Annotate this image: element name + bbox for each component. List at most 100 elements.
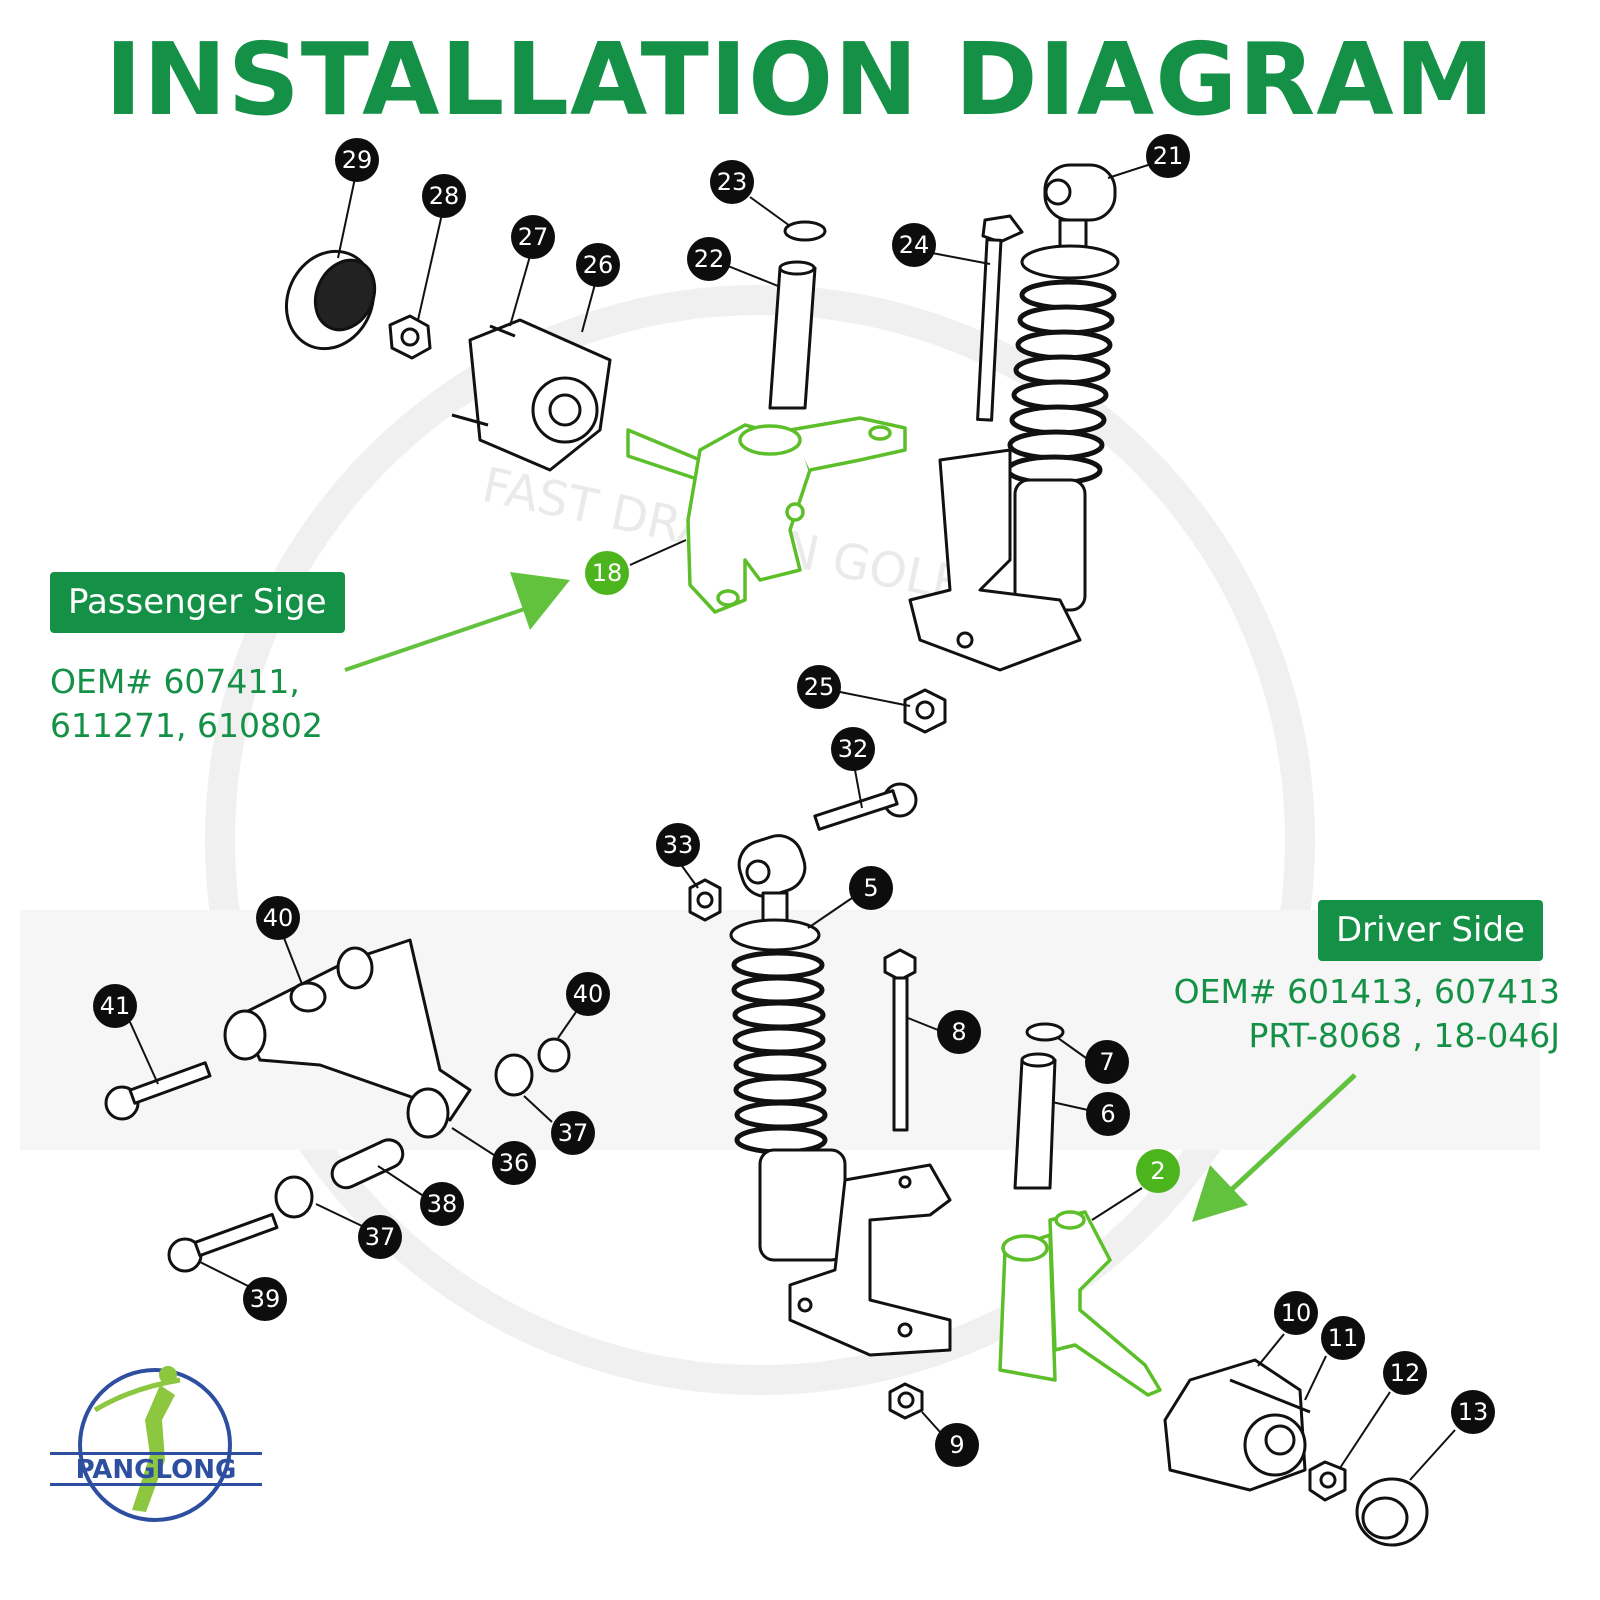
callout-37-right: 37	[551, 1111, 595, 1155]
svg-text:11: 11	[1328, 1324, 1359, 1352]
callout-7: 7	[1085, 1040, 1129, 1084]
washer-part-23	[783, 220, 827, 242]
driver-spindle-part-2	[998, 1210, 1162, 1397]
dust-cap-part	[284, 249, 377, 351]
callout-39: 39	[243, 1277, 287, 1321]
nut-part-33	[688, 878, 722, 922]
svg-text:18: 18	[592, 559, 623, 587]
driver-oem-line-1: OEM# 601413, 607413	[1173, 972, 1560, 1011]
svg-text:32: 32	[838, 735, 869, 763]
svg-text:6: 6	[1100, 1100, 1115, 1128]
svg-text:13: 13	[1458, 1398, 1489, 1426]
callout-37-lower: 37	[358, 1215, 402, 1259]
nut-part-12	[1308, 1460, 1347, 1502]
callout-13: 13	[1451, 1390, 1495, 1434]
bolt-part-39	[167, 1212, 279, 1273]
svg-text:7: 7	[1099, 1048, 1114, 1076]
svg-text:38: 38	[427, 1190, 458, 1218]
hub-part	[451, 318, 612, 472]
svg-text:40: 40	[573, 980, 604, 1008]
callout-2: 2	[1136, 1149, 1180, 1193]
svg-text:29: 29	[342, 146, 373, 174]
bolt-part-8	[883, 948, 917, 1132]
callout-9: 9	[935, 1423, 979, 1467]
driver-oem-numbers: OEM# 601413, 607413 PRT-8068 , 18-046J	[1080, 970, 1560, 1057]
callout-10: 10	[1274, 1291, 1318, 1335]
callout-23: 23	[710, 160, 754, 204]
svg-text:25: 25	[804, 673, 835, 701]
svg-text:10: 10	[1281, 1299, 1312, 1327]
callout-27: 27	[511, 215, 555, 259]
callout-5: 5	[849, 866, 893, 910]
callout-41: 41	[93, 984, 137, 1028]
svg-text:2: 2	[1150, 1157, 1165, 1185]
passenger-oem-line-2: 611271, 610802	[50, 705, 323, 745]
sleeve-part-22	[768, 260, 817, 410]
callout-40-right: 40	[566, 972, 610, 1016]
callout-8: 8	[937, 1010, 981, 1054]
callout-11: 11	[1321, 1316, 1365, 1360]
shock-absorber-part-21	[908, 163, 1120, 672]
callout-28: 28	[422, 174, 466, 218]
hub-nut-part	[388, 314, 432, 360]
passenger-oem-line-1: OEM# 607411,	[50, 662, 300, 701]
callout-26: 26	[576, 243, 620, 287]
nut-part-9	[888, 1382, 924, 1420]
passenger-spindle-part-18	[626, 416, 907, 614]
sleeve-part-6	[1013, 1052, 1057, 1190]
passenger-side-label: Passenger Sige	[50, 572, 345, 633]
svg-text:39: 39	[250, 1285, 281, 1313]
callout-25: 25	[797, 665, 841, 709]
svg-text:41: 41	[100, 992, 131, 1020]
svg-text:26: 26	[583, 251, 614, 279]
callout-33: 33	[656, 823, 700, 867]
washer-part-7	[1025, 1022, 1065, 1042]
sleeve-part-38	[330, 1138, 405, 1190]
callout-6: 6	[1086, 1092, 1130, 1136]
callout-38: 38	[420, 1182, 464, 1226]
driver-arrow	[1192, 1073, 1357, 1222]
a-arm-part-36	[223, 938, 472, 1139]
bushing-part-40b	[537, 1037, 571, 1073]
bushing-part-37b	[274, 1175, 314, 1219]
callout-36: 36	[492, 1141, 536, 1185]
driver-oem-line-2: PRT-8068 , 18-046J	[1248, 1015, 1560, 1055]
driver-side-label: Driver Side	[1318, 900, 1543, 961]
svg-text:12: 12	[1390, 1359, 1421, 1387]
shock-absorber-part-5	[729, 834, 952, 1357]
svg-text:PANGLONG: PANGLONG	[76, 1455, 237, 1485]
svg-text:37: 37	[365, 1223, 396, 1251]
callout-40-upper: 40	[256, 896, 300, 940]
svg-text:5: 5	[863, 874, 878, 902]
callout-32: 32	[831, 727, 875, 771]
callout-18: 18	[585, 551, 629, 595]
svg-text:24: 24	[899, 231, 930, 259]
dust-cap-part-13	[1355, 1477, 1429, 1547]
page-title: INSTALLATION DIAGRAM	[104, 21, 1496, 138]
bushing-part-40a	[289, 981, 327, 1013]
svg-text:23: 23	[717, 168, 748, 196]
svg-text:36: 36	[499, 1149, 530, 1177]
svg-text:28: 28	[429, 182, 460, 210]
svg-text:33: 33	[663, 831, 694, 859]
bolt-part-24	[976, 214, 1024, 422]
callout-22: 22	[687, 237, 731, 281]
svg-text:37: 37	[558, 1119, 589, 1147]
svg-text:40: 40	[263, 904, 294, 932]
svg-text:27: 27	[518, 223, 549, 251]
nut-part-25	[903, 688, 947, 734]
svg-text:22: 22	[694, 245, 725, 273]
svg-text:21: 21	[1153, 142, 1184, 170]
passenger-arrow	[344, 572, 570, 672]
passenger-oem-numbers: OEM# 607411, 611271, 610802	[50, 660, 323, 747]
svg-text:9: 9	[949, 1431, 964, 1459]
callout-29: 29	[335, 138, 379, 182]
hub-part-10	[1163, 1358, 1311, 1492]
callout-24: 24	[892, 223, 936, 267]
bolt-part-32	[813, 782, 918, 831]
bushing-part-37a	[494, 1053, 534, 1097]
svg-text:8: 8	[951, 1018, 966, 1046]
callout-21: 21	[1146, 134, 1190, 178]
bolt-part-41	[104, 1061, 212, 1121]
